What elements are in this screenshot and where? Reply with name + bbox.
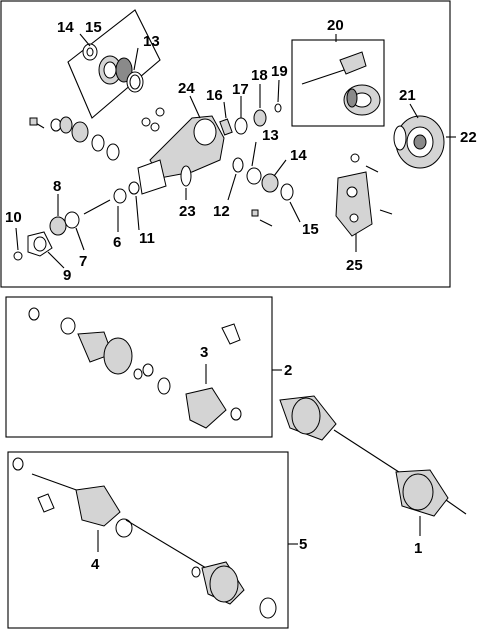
callout-10: 10 <box>5 209 22 226</box>
axle-shaft-inner-parts <box>28 307 242 429</box>
carrier-housing <box>137 115 225 195</box>
upper-bearings <box>50 116 120 161</box>
leader-lines-bottom <box>97 530 298 552</box>
callout-14-lower: 14 <box>290 147 307 164</box>
callout-labels: 14 15 13 20 24 16 17 18 19 21 22 13 14 8… <box>5 17 477 573</box>
callout-22: 22 <box>460 129 477 146</box>
callout-18: 18 <box>251 67 268 84</box>
callout-20: 20 <box>327 17 344 34</box>
callout-3: 3 <box>200 344 208 361</box>
callout-19: 19 <box>271 63 288 80</box>
callout-1: 1 <box>414 540 422 557</box>
differential-case <box>393 115 445 169</box>
callout-12: 12 <box>213 203 230 220</box>
callout-16: 16 <box>206 87 223 104</box>
callout-24: 24 <box>178 80 195 97</box>
callout-2: 2 <box>284 362 292 379</box>
callout-23: 23 <box>179 203 196 220</box>
ring-and-pinion-gear <box>301 51 381 116</box>
callout-7: 7 <box>79 253 87 270</box>
callout-9: 9 <box>63 267 71 284</box>
axle-shaft-group-frame <box>5 296 273 438</box>
seal-kit-frame <box>67 9 161 119</box>
cv-axle-parts <box>12 457 277 619</box>
differential-group-frame <box>0 0 451 288</box>
callout-6: 6 <box>113 234 121 251</box>
cv-axle-group-frame <box>7 451 289 629</box>
mounting-bracket <box>335 171 373 237</box>
carrier-right-parts <box>219 103 294 201</box>
seal-kit-parts <box>82 43 144 93</box>
callout-13-upper: 13 <box>143 33 160 50</box>
callout-4: 4 <box>91 556 100 573</box>
callout-8: 8 <box>53 178 61 195</box>
callout-15-lower: 15 <box>302 221 319 238</box>
callout-17: 17 <box>232 81 249 98</box>
callout-5: 5 <box>299 536 307 553</box>
leader-lines-top <box>15 33 456 269</box>
rear-axle-shaft <box>279 395 467 536</box>
pinion-group-frame <box>291 39 385 127</box>
callout-25: 25 <box>346 257 363 274</box>
callout-15-upper: 15 <box>85 19 102 36</box>
callout-14-upper: 14 <box>57 19 74 36</box>
bolt-parts <box>29 107 393 227</box>
callout-11: 11 <box>139 230 155 247</box>
callout-21: 21 <box>399 87 416 104</box>
callout-13-lower: 13 <box>262 127 279 144</box>
leader-lines-middle <box>205 364 282 384</box>
lower-bearings <box>13 181 140 261</box>
